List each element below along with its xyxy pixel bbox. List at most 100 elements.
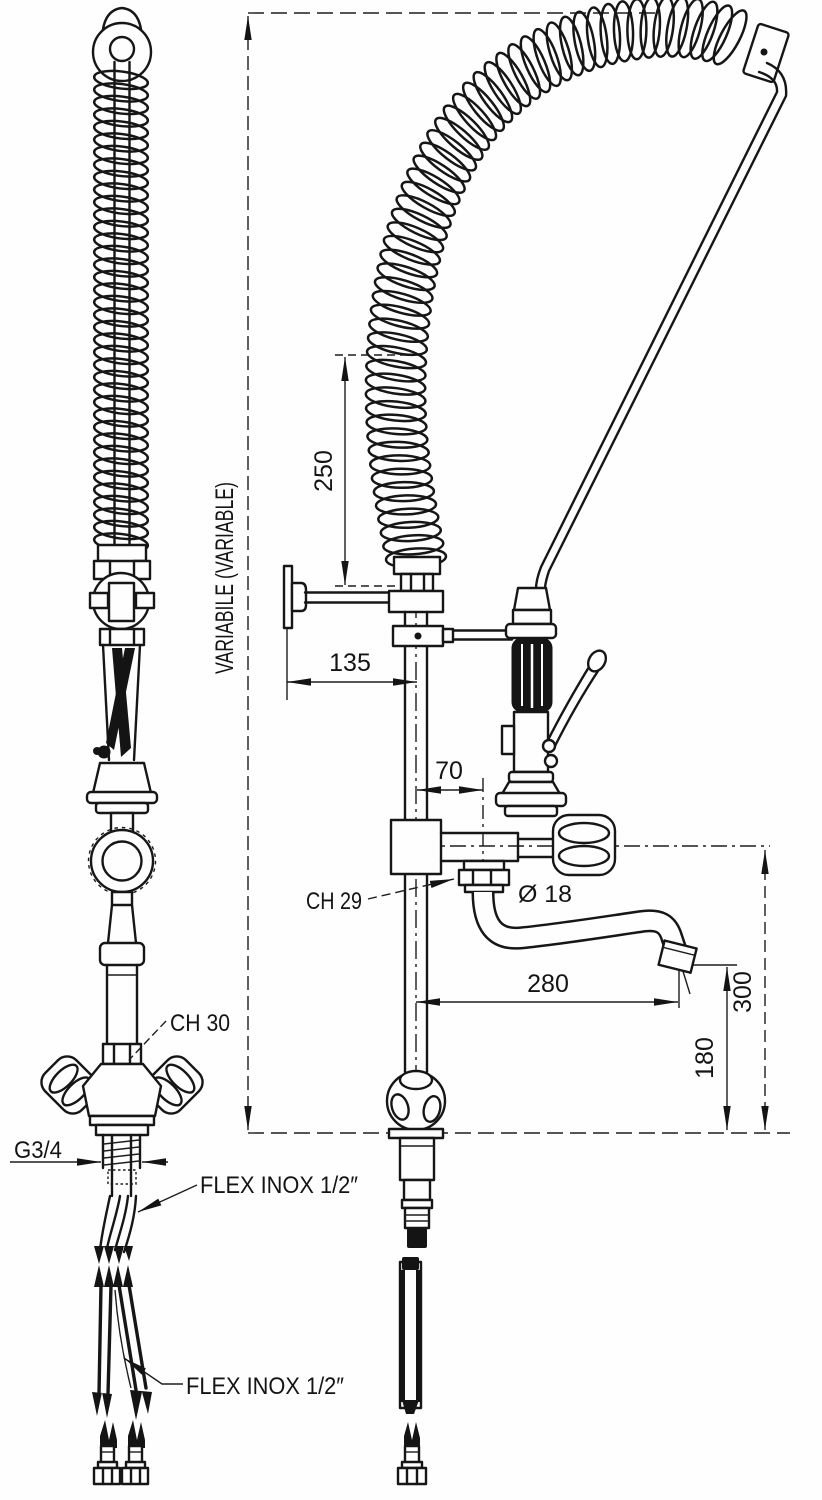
coil-ring [519,35,552,94]
wall-bracket [282,564,394,630]
coil-ring [92,482,150,503]
outlet-thread [101,1133,142,1198]
coil-ring [371,289,432,317]
coil-ring [665,0,690,58]
inlet-bolts [92,1420,150,1486]
coil-ring [92,507,150,528]
coil-ring [532,27,563,88]
label-flex-upper: FLEX INOX 1/2″ [200,1172,358,1199]
coil-ring [368,317,430,344]
coil-ring [92,244,150,266]
coil-ring [92,107,150,128]
coil-ring [379,520,443,543]
coil-ring [472,70,514,124]
ball-joint-side [385,1069,447,1248]
label-flex-lower: FLEX INOX 1/2″ [186,1373,344,1400]
coil-ring [92,444,150,466]
mixer-valve [40,1042,204,1137]
swivel-joint [88,543,156,647]
coil-ring [92,419,150,441]
dim-250-text: 250 [310,450,338,492]
label-ch29: CH 29 [306,888,362,915]
coil-ring [92,394,150,416]
hose-top-bracket [742,22,790,84]
coil-ring [390,207,448,242]
coil-ring [92,94,150,116]
dimension-300: 300 [729,850,769,1130]
coil-ring [92,294,150,316]
coil-ring [92,232,150,253]
side-view: VARIABILE (VARIABLE) 250 135 70 280 300 … [211,0,790,1486]
callout-flex-upper: FLEX INOX 1/2″ [137,1172,358,1213]
front-view: CH 30 G3/4 FLEX INOX 1/2″ FLEX INOX 1/2″ [10,6,358,1486]
coil-ring [558,15,585,77]
dimension-variable-height: VARIABILE (VARIABLE) [211,16,252,1130]
dimension-280: 280 [416,970,678,1006]
coil-ring [92,207,150,228]
coil-ring [626,0,648,61]
coil-ring [365,358,427,383]
label-variabile: VARIABILE (VARIABLE) [211,482,239,674]
coil-ring [612,0,635,63]
coil-ring [92,319,150,341]
flex-hose-upper [94,1194,138,1264]
coil-ring [585,6,609,69]
coil-ring [364,372,427,396]
coil-ring [92,519,150,541]
tail-bolt-side [396,1422,428,1486]
coil-ring [712,9,748,66]
coil-ring [365,413,428,436]
coil-ring [379,248,439,279]
coil-ring [400,180,457,218]
dim-300-text: 300 [729,971,757,1013]
coil-ring [92,157,150,178]
coil-ring [406,167,461,206]
coil-ring [677,0,704,59]
coil-ring [364,399,427,423]
coil-ring [92,494,150,516]
label-diameter-18: Ø 18 [518,881,572,908]
coil-ring [369,303,431,330]
coil-ring [92,432,150,453]
coil-ring [92,357,150,378]
coil-ring [382,234,442,266]
coil-ring [92,119,150,141]
dim-70-text: 70 [435,757,463,785]
coil-ring [364,386,427,410]
coil-ring [507,43,542,100]
coil-ring [395,194,452,230]
callout-ch29: CH 29 [306,878,455,915]
coil-ring [376,262,436,292]
dimension-250: 250 [310,357,349,585]
spout-tee [389,813,698,974]
riser-pipe [387,555,514,1074]
gun-lever [541,649,608,769]
support-pipe [534,61,788,591]
coil-ring [367,440,430,463]
spray-gun [494,586,608,818]
coil-ring [701,4,734,63]
gun-front [85,643,159,835]
coil-ring [652,0,676,58]
coil-ring [377,507,440,530]
coil-ring [92,194,150,216]
coil-ring [495,51,532,108]
coil-ring [434,116,484,161]
dimension-g34: G3/4 [10,1137,168,1166]
coil-hose-side [364,0,748,569]
coil-ring [451,92,498,142]
coil-ring [373,275,434,305]
flex-hose-lower [92,1265,152,1420]
coil-ring [382,533,445,556]
centerlines [248,12,790,1134]
coil-ring [689,0,719,60]
callout-flex-lower: FLEX INOX 1/2″ [123,1357,344,1400]
coil-ring [366,427,429,449]
coil-ring [92,169,150,191]
coil-ring [92,269,150,291]
coil-ring [92,382,150,403]
coil-ring [372,480,436,503]
callout-diameter-18: Ø 18 [518,881,572,908]
coil-ring [92,282,150,303]
